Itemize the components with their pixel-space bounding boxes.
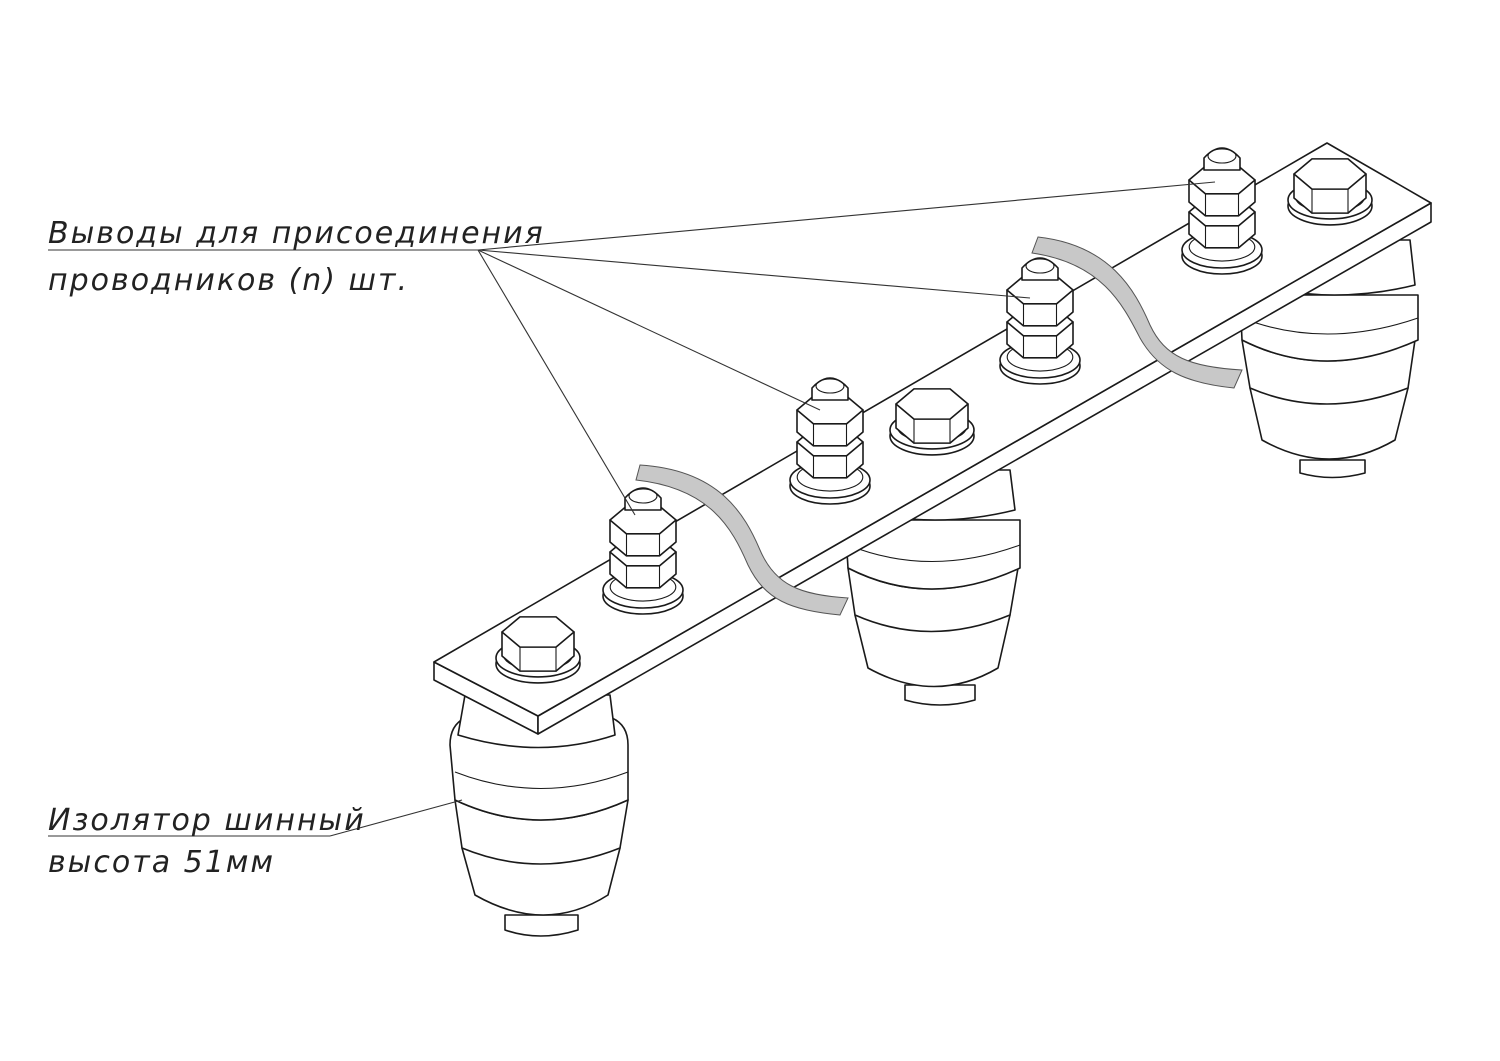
terminal-3 — [999, 257, 1081, 385]
insulator-label-line1: Изолятор шинный — [48, 803, 366, 838]
terminal-4 — [1181, 147, 1263, 275]
bolt-3 — [1287, 158, 1373, 226]
leader-insulator — [48, 799, 463, 837]
terminals-label-line2: проводников (n) шт. — [48, 263, 409, 298]
leader-terminals — [48, 181, 1216, 516]
break-mark-1 — [635, 464, 849, 616]
terminals-label-line1: Выводы для присоединения — [48, 216, 545, 251]
terminal-2 — [789, 377, 871, 505]
terminal-1 — [602, 487, 684, 615]
bolt-2 — [889, 388, 975, 456]
terminal-group — [602, 147, 1263, 615]
insulator-label-line2: высота 51мм — [48, 845, 275, 880]
bolt-1 — [495, 616, 581, 684]
break-mark-2 — [1031, 236, 1243, 389]
bolt-group — [495, 158, 1373, 684]
